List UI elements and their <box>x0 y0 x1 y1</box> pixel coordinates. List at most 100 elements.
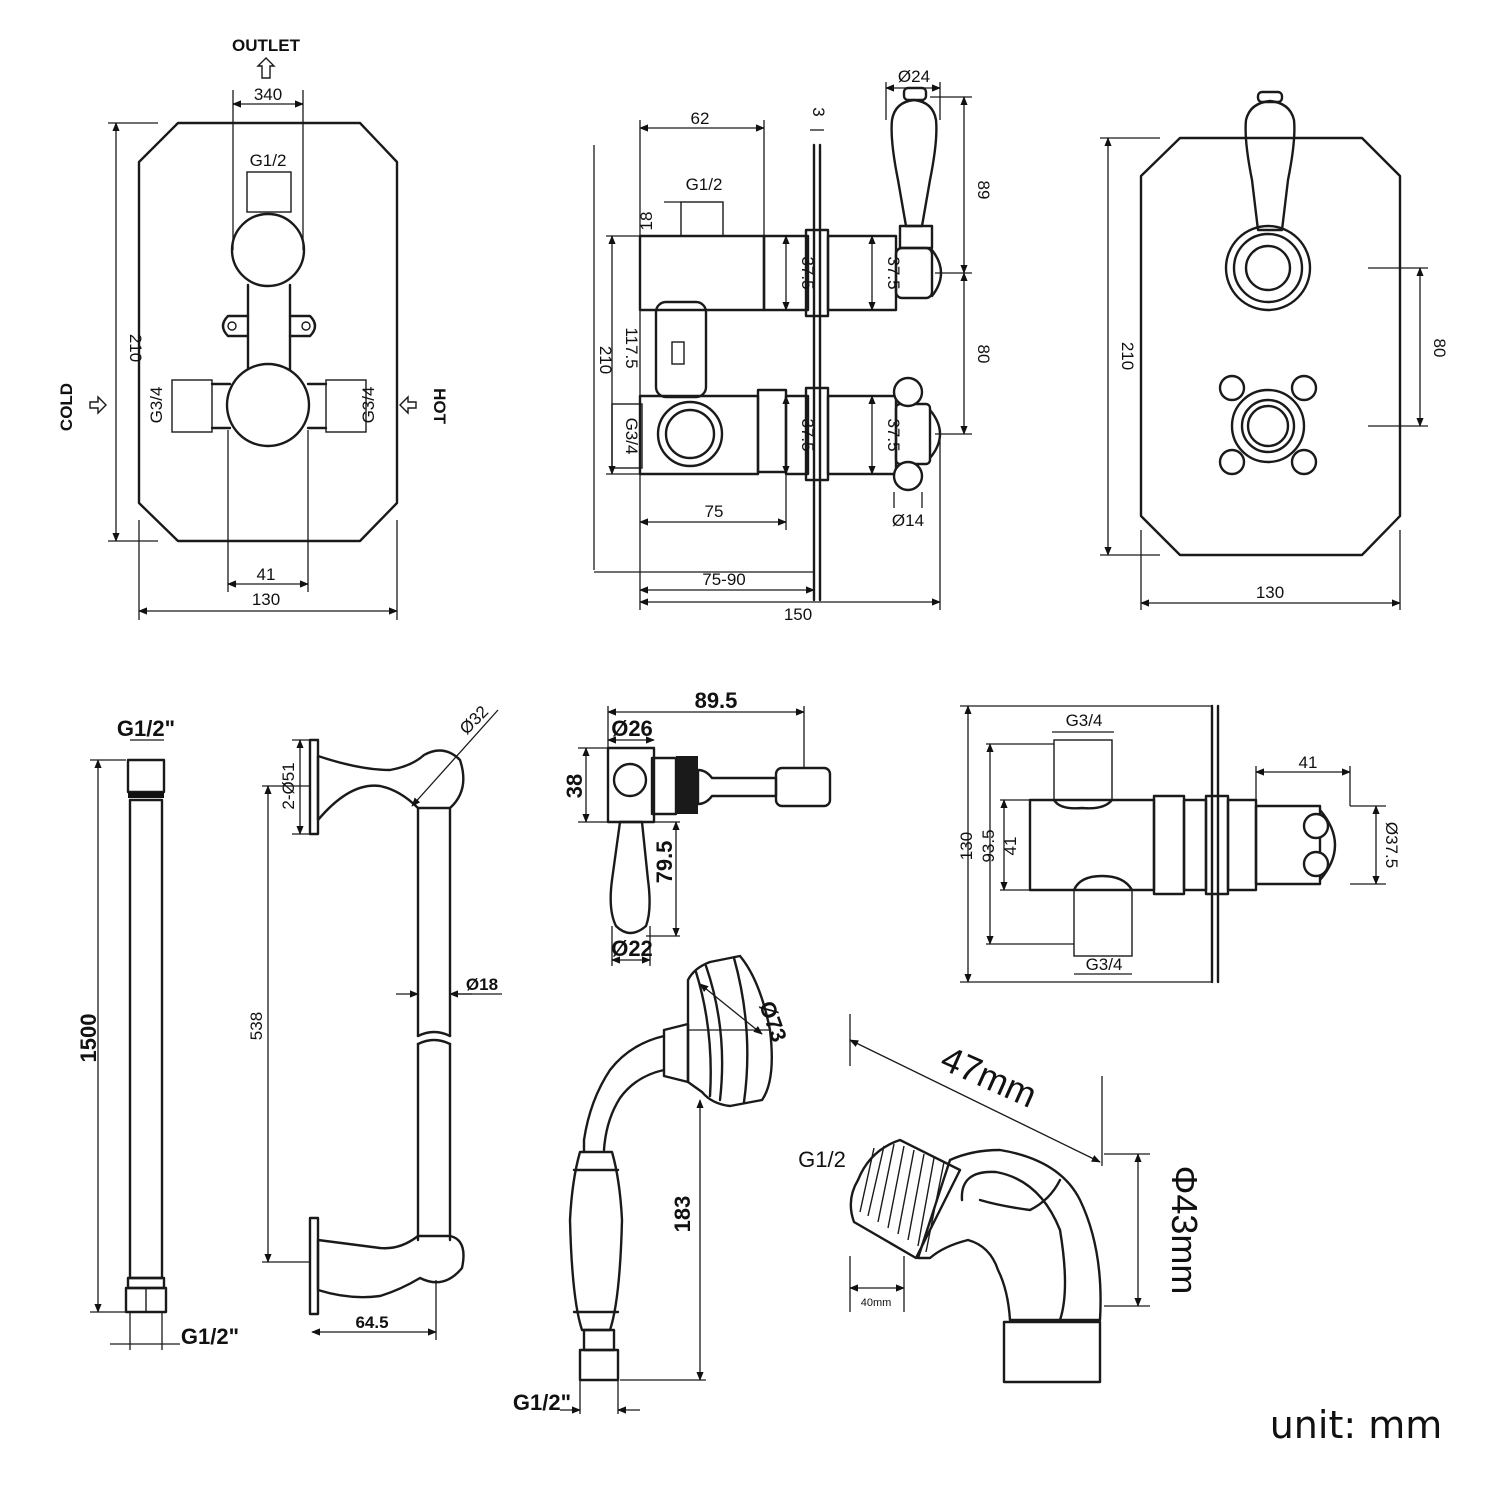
slide-rail-view: 2-Ø51 538 Ø32 Ø18 64.5 <box>247 702 502 1340</box>
label-hot: HOT <box>430 388 449 425</box>
dim-89: 89 <box>974 181 993 200</box>
dim-41: 41 <box>1299 753 1318 772</box>
dim-dia73: Ø73 <box>754 998 792 1046</box>
body-cap <box>1254 804 1322 886</box>
dim-dia18: Ø18 <box>466 975 498 994</box>
dim-150: 150 <box>784 605 812 624</box>
handset-view: Ø73 183 G1/2" <box>513 954 792 1415</box>
dim-37-5-b: 37.5 <box>884 256 903 289</box>
label-cold: COLD <box>57 383 76 431</box>
hose-view: G1/2" 1500 G1/2" <box>76 716 239 1350</box>
elbow-view: 47mm G1/2 Φ43mm 40mm <box>798 1014 1205 1384</box>
dim-3: 3 <box>809 107 828 116</box>
bracket-handle <box>609 820 651 935</box>
dim-130: 130 <box>957 832 976 860</box>
label-g34-bottom: G3/4 <box>1086 955 1123 974</box>
dim-47mm: 47mm <box>935 1038 1043 1116</box>
valve-front-view: 340 G1/2 OUTLET 210 G3/4 G3/4 COLD HOT 4… <box>57 36 449 620</box>
dim-130: 130 <box>252 590 280 609</box>
dim-18: 18 <box>637 212 656 231</box>
rail-bottom-bracket <box>316 1234 465 1299</box>
dim-dia32: Ø32 <box>456 702 492 738</box>
bracket-knob <box>774 766 832 808</box>
dim-79-5: 79.5 <box>652 841 677 884</box>
handset-grip <box>568 1150 624 1332</box>
dim-183: 183 <box>670 1196 695 1233</box>
dim-dia26: Ø26 <box>611 716 653 741</box>
label-g34-top: G3/4 <box>1066 711 1103 730</box>
label-outlet: OUTLET <box>232 36 301 55</box>
rail-top-bracket <box>316 749 465 822</box>
label-g12: G1/2 <box>250 151 287 170</box>
dim-37-5-c: 37.5 <box>798 418 817 451</box>
valve-plate <box>1139 136 1402 557</box>
dim-210: 210 <box>126 334 145 362</box>
dim-dia43mm: Φ43mm <box>1164 1166 1205 1295</box>
mixer-body <box>225 362 311 448</box>
cold-arrow-icon <box>89 395 107 415</box>
dim-538: 538 <box>247 1012 266 1040</box>
dim-75: 75 <box>705 502 724 521</box>
dim-117-5: 117.5 <box>622 327 641 368</box>
dim-40mm: 40mm <box>861 1297 892 1309</box>
body-side-view: G3/4 G3/4 41 Ø37.5 130 93.5 41 <box>957 704 1401 984</box>
dim-80: 80 <box>974 345 993 364</box>
plate-lever-handle <box>1244 99 1296 232</box>
outlet-thread <box>246 171 292 213</box>
hot-inlet-thread <box>325 379 367 433</box>
bracket-view: 89.5 Ø26 38 79.5 Ø22 <box>562 688 832 966</box>
label-g12: G1/2 <box>798 1147 846 1172</box>
upper-thread <box>680 201 724 237</box>
valve-side-view: 62 3 Ø24 G1/2 18 89 80 37.5 37.5 37.5 37… <box>593 67 993 624</box>
dim-37-5-d: 37.5 <box>884 418 903 451</box>
dim-dia22: Ø22 <box>611 936 653 961</box>
outlet-body <box>230 212 306 288</box>
dim-75-90: 75-90 <box>702 570 745 589</box>
elbow-outlet-thread <box>1002 1320 1102 1384</box>
dim-210: 210 <box>596 346 615 374</box>
upper-knob-ring <box>1224 224 1312 312</box>
dim-64-5: 64.5 <box>355 1313 388 1332</box>
dim-340: 340 <box>254 85 282 104</box>
outlet-arrow-icon <box>256 57 276 79</box>
unit-label: unit: mm <box>1270 1403 1443 1447</box>
handset-connector <box>578 1348 620 1382</box>
dim-89-5: 89.5 <box>695 688 738 713</box>
dim-dia14: Ø14 <box>892 511 924 530</box>
hot-arrow-icon <box>399 395 417 415</box>
cross-handle-hub <box>1230 388 1306 464</box>
label-g34: G3/4 <box>622 418 641 455</box>
dim-38: 38 <box>562 774 587 798</box>
dim-130: 130 <box>1256 583 1284 602</box>
dim-62: 62 <box>691 109 710 128</box>
body-top-thread <box>1053 739 1113 801</box>
label-g34-right: G3/4 <box>359 387 378 424</box>
label-g12-bottom: G1/2" <box>181 1324 239 1349</box>
hose-braid <box>128 798 164 1280</box>
label-g34-left: G3/4 <box>147 387 166 424</box>
body-bottom-thread <box>1073 889 1133 957</box>
dim-41-inner: 41 <box>1001 837 1020 856</box>
handset-head <box>686 954 773 1108</box>
dim-80: 80 <box>1430 339 1449 358</box>
dim-37-5-a: 37.5 <box>798 256 817 289</box>
dim-dia24: Ø24 <box>898 67 930 86</box>
valve-front-plate <box>137 121 399 543</box>
dim-41: 41 <box>257 565 276 584</box>
upper-body <box>638 234 766 312</box>
bracket-collar <box>676 756 698 814</box>
dim-93-5: 93.5 <box>979 829 998 862</box>
lever-handle <box>890 98 938 228</box>
label-g12: G1/2 <box>686 175 723 194</box>
dim-dia37-5: Ø37.5 <box>1382 822 1401 868</box>
cold-inlet-thread <box>171 379 213 433</box>
elbow-thread-body <box>849 1138 962 1260</box>
dim-1500: 1500 <box>76 1014 101 1063</box>
label-g12: G1/2" <box>513 1390 571 1415</box>
dim-210: 210 <box>1118 342 1137 370</box>
valve-plate-view: 80 210 130 <box>1100 90 1449 610</box>
label-g12-top: G1/2" <box>117 716 175 741</box>
hose-top-nut <box>126 758 166 794</box>
